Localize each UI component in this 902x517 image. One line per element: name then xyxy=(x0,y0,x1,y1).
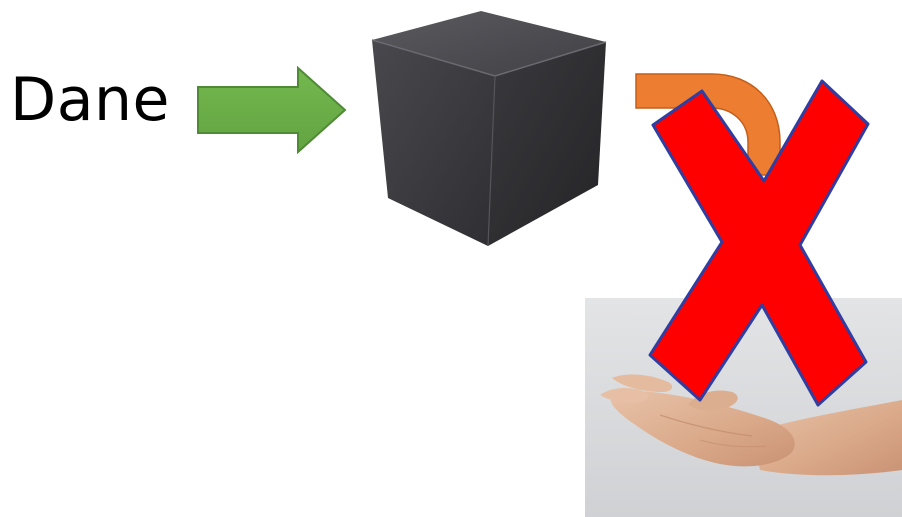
input-data-label: Dane xyxy=(10,65,170,135)
right-arrow-icon xyxy=(197,65,347,155)
x-mark-icon xyxy=(648,79,870,407)
cube-icon xyxy=(371,11,607,247)
